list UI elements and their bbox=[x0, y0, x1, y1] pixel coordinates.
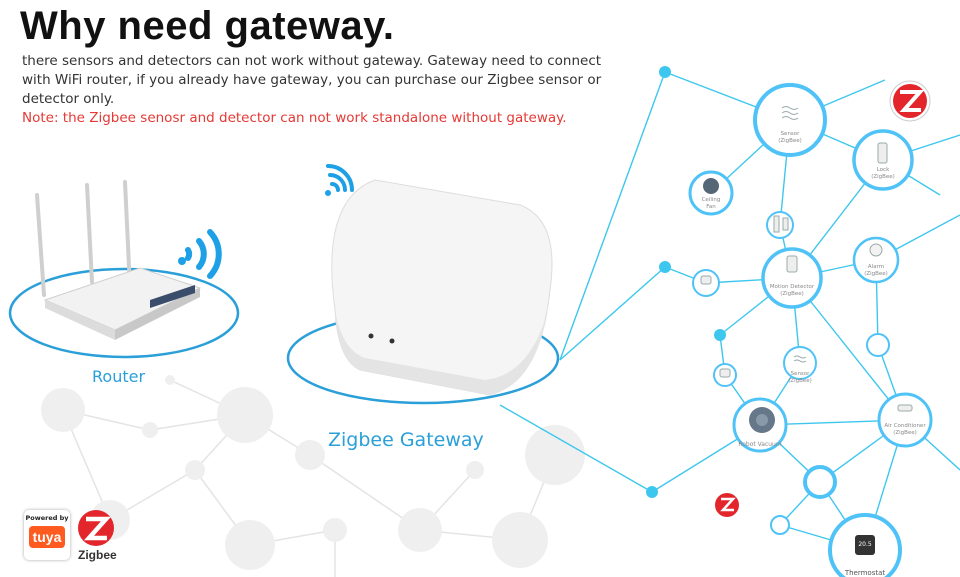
sensor2-node-label: Sensor(ZigBee) bbox=[788, 371, 812, 384]
gateway-label: Zigbee Gateway bbox=[328, 429, 484, 451]
description-line: with WiFi router, if you already have ga… bbox=[22, 72, 602, 88]
motion-node-label: Motion Detector(ZigBee) bbox=[769, 284, 815, 297]
sensor-node-label: Sensor(ZigBee) bbox=[778, 131, 802, 144]
ac-node bbox=[877, 392, 933, 448]
router-wifi-icon bbox=[185, 229, 222, 279]
router-label: Router bbox=[92, 367, 146, 386]
zigbee-brand-text: Zigbee bbox=[78, 548, 117, 562]
zigbee-brand-icon bbox=[78, 510, 114, 546]
door-sensor-node bbox=[766, 211, 794, 239]
network-dot bbox=[714, 329, 726, 341]
zigbee-logo-icon bbox=[889, 80, 931, 122]
page-title: Why need gateway. bbox=[20, 4, 395, 48]
zigbee-small-icon bbox=[715, 493, 739, 517]
gateway-wifi-icon bbox=[326, 164, 354, 192]
gateway-illustration bbox=[286, 164, 560, 405]
motion-node bbox=[761, 247, 823, 309]
network-dot bbox=[659, 261, 671, 273]
plug-node bbox=[866, 333, 890, 357]
tuya-logo: tuya bbox=[29, 526, 65, 548]
thermostat-node-label: Thermostat bbox=[844, 569, 886, 577]
warning-note: Note: the Zigbee senosr and detector can… bbox=[22, 110, 567, 126]
ac-node-label: Air Conditioner(ZigBee) bbox=[884, 423, 926, 436]
vacuum-node-label: Robot Vacuum bbox=[738, 441, 782, 448]
small-node bbox=[770, 515, 790, 535]
router-illustration bbox=[8, 180, 240, 359]
description: there sensors and detectors can not work… bbox=[22, 52, 622, 128]
alarm-node-label: Alarm(ZigBee) bbox=[864, 264, 888, 277]
tuya-badge: Powered by tuya bbox=[24, 510, 70, 560]
powered-by-text: Powered by bbox=[25, 514, 69, 522]
thermostat-value: 20.5 bbox=[858, 541, 872, 548]
description-line: there sensors and detectors can not work… bbox=[22, 53, 602, 69]
sensor-node bbox=[753, 83, 827, 157]
network-dot bbox=[659, 66, 671, 78]
sensor2-node bbox=[783, 346, 817, 380]
lock-node-label: Lock(ZigBee) bbox=[871, 167, 895, 180]
alarm-node bbox=[852, 236, 900, 284]
network-dot bbox=[646, 486, 658, 498]
description-line: detector only. bbox=[22, 91, 115, 107]
